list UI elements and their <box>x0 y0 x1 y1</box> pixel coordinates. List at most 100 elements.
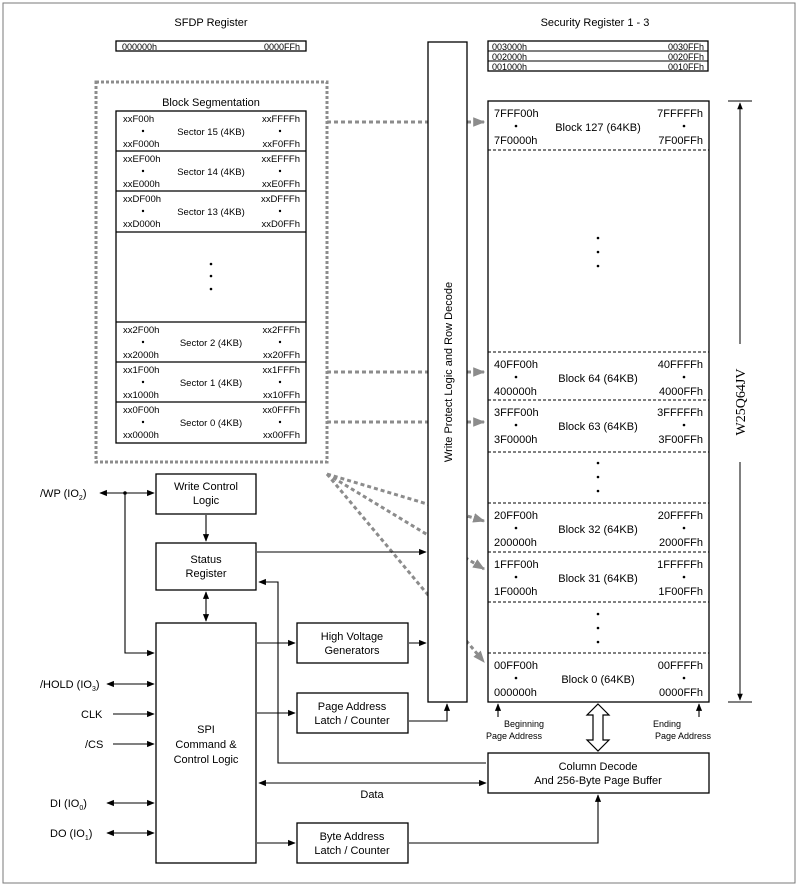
sector-bottom-right-address: xxE0FFh <box>262 179 300 190</box>
status-register-block <box>155 542 257 591</box>
sector-dot <box>141 169 145 173</box>
sector-bottom-right-address: xxF0FFh <box>263 139 300 150</box>
block-top-right-address: 00FFFFh <box>658 660 703 672</box>
block-top-right-address: 20FFFFh <box>658 510 703 522</box>
block-dot <box>682 423 686 427</box>
sector-top-left-address: xxF00h <box>123 114 154 125</box>
security-row-end: 0030FFh <box>668 42 704 52</box>
block-bottom-right-address: 4000FFh <box>659 386 703 398</box>
sector-top-right-address: xxDFFFh <box>261 194 300 205</box>
security-registers: 003000h 0030FFh 002000h 0020FFh 001000h … <box>487 40 709 72</box>
sector-top-right-address: xxEFFFh <box>261 154 300 165</box>
sector-label: Sector 2 (4KB) <box>180 338 242 349</box>
pin-do-label: DO (IO1) <box>50 828 92 842</box>
block-top-left-address: 7FFF00h <box>494 108 539 120</box>
sector-dot <box>278 209 282 213</box>
sector-label: Sector 14 (4KB) <box>177 167 245 178</box>
sector-ellipsis <box>209 262 213 291</box>
sector-top-left-address: xx2F00h <box>123 325 159 336</box>
sector-dot <box>141 380 145 384</box>
sector-dot <box>278 169 282 173</box>
sector-label: Sector 0 (4KB) <box>180 418 242 429</box>
security-row-end: 0020FFh <box>668 52 704 62</box>
block-top-right-address: 1FFFFFh <box>657 559 703 571</box>
write-control-logic-block <box>155 473 257 515</box>
sector-top-left-address: xx1F00h <box>123 365 159 376</box>
security-register-title: Security Register 1 - 3 <box>541 17 650 29</box>
block-bottom-left-address: 200000h <box>494 537 537 549</box>
internal-wiring <box>202 515 703 847</box>
pin-cs: /CS <box>85 739 155 751</box>
page-address-latch-block <box>296 692 409 734</box>
spi-line2: Command & <box>175 739 237 751</box>
beginning-page-address-line1: Beginning <box>504 719 544 729</box>
pin-cs-label: /CS <box>85 739 103 751</box>
hv-line2: Generators <box>324 645 380 657</box>
sector-dot <box>278 129 282 133</box>
sfdp-register-title: SFDP Register <box>174 17 247 29</box>
block-label: Block 32 (64KB) <box>558 524 637 536</box>
beginning-page-address-line2: Page Address <box>486 731 543 741</box>
spi-control-block <box>155 622 257 864</box>
sfdp-start-address: 000000h <box>122 42 157 52</box>
sfdp-end-address: 0000FFh <box>264 42 300 52</box>
sector-bottom-right-address: xx20FFh <box>263 350 300 361</box>
block-dot <box>682 676 686 680</box>
sector-dot <box>141 129 145 133</box>
block-label: Block 0 (64KB) <box>561 674 634 686</box>
sector-top-right-address: xx2FFFh <box>263 325 300 336</box>
block-dot <box>682 375 686 379</box>
block-top-left-address: 3FFF00h <box>494 407 539 419</box>
block-label: Block 31 (64KB) <box>558 573 637 585</box>
sector-label: Sector 15 (4KB) <box>177 127 245 138</box>
security-row-start: 003000h <box>492 42 527 52</box>
block-bottom-right-address: 3F00FFh <box>658 434 703 446</box>
block-dot <box>682 124 686 128</box>
page-addr-line1: Page Address <box>318 701 387 713</box>
sector-dot <box>141 209 145 213</box>
spi-line3: Control Logic <box>174 754 239 766</box>
sector-top-left-address: xxEF00h <box>123 154 161 165</box>
byte-addr-line1: Byte Address <box>320 831 385 843</box>
row-decode-block <box>427 41 468 703</box>
page-addr-line2: Latch / Counter <box>314 715 390 727</box>
pin-di-label: DI (IO0) <box>50 798 87 812</box>
sector-dot <box>141 340 145 344</box>
sector-bottom-left-address: xx0000h <box>123 430 159 441</box>
block-dot <box>514 423 518 427</box>
block-bottom-left-address: 1F0000h <box>494 586 537 598</box>
sector-bottom-left-address: xxF000h <box>123 139 159 150</box>
high-voltage-generators-block <box>296 622 409 664</box>
block-dot <box>514 526 518 530</box>
block-top-left-address: 1FFF00h <box>494 559 539 571</box>
pin-do: DO (IO1) <box>50 828 155 842</box>
sector-dot <box>278 420 282 424</box>
page-buffer-transfer-arrow <box>585 703 611 752</box>
block-bottom-right-address: 7F00FFh <box>658 135 703 147</box>
block-top-right-address: 7FFFFFh <box>657 108 703 120</box>
part-dimension <box>728 100 752 703</box>
block-segmentation-title: Block Segmentation <box>162 97 260 109</box>
column-line2: And 256-Byte Page Buffer <box>534 775 662 787</box>
sfdp-register: 000000h 0000FFh <box>115 40 307 52</box>
byte-addr-line2: Latch / Counter <box>314 845 390 857</box>
block-top-left-address: 00FF00h <box>494 660 538 672</box>
block-top-left-address: 40FF00h <box>494 359 538 371</box>
block-label: Block 127 (64KB) <box>555 122 641 134</box>
row-decode-label: Write Protect Logic and Row Decode <box>443 282 455 462</box>
security-row-start: 002000h <box>492 52 527 62</box>
sector-bottom-left-address: xx2000h <box>123 350 159 361</box>
security-row-start: 001000h <box>492 62 527 72</box>
pin-clk: CLK <box>81 709 155 721</box>
pin-hold-label: /HOLD (IO3) <box>40 679 100 693</box>
sector-dot <box>278 380 282 384</box>
